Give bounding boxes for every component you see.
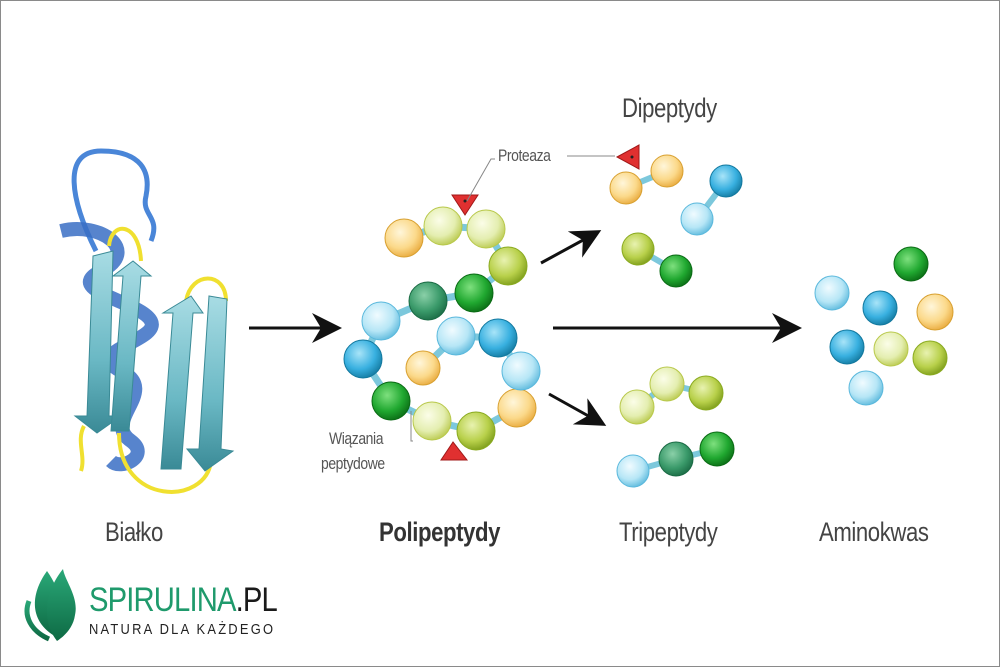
amino-acid-yellow <box>497 388 537 428</box>
logo-brand-name: SPIRULINA <box>89 581 236 619</box>
label-tripeptides: Tripeptydy <box>619 517 718 547</box>
beta-strand <box>185 295 235 472</box>
peptide-bond-chain <box>359 222 525 435</box>
amino-acid-lightgreen <box>466 209 506 249</box>
amino-acid-lightblue <box>616 454 650 488</box>
amino-acid-lightblue <box>814 275 850 311</box>
label-protease: Proteaza <box>498 146 551 165</box>
protein-yellow-end <box>78 425 86 472</box>
amino-acid-yellow <box>384 218 424 258</box>
amino-acid-lightblue <box>680 202 714 236</box>
amino-acid-green <box>688 375 724 411</box>
amino-acid-green <box>488 246 528 286</box>
protein-yellow-loop-right <box>184 276 228 302</box>
amino-acid-blue <box>709 164 743 198</box>
peptide-bond-leader-line <box>410 411 413 442</box>
amino-acid-blue <box>829 329 865 365</box>
protease-icon <box>440 441 469 461</box>
amino-acid-lightgreen <box>412 401 452 441</box>
arrow-to-tripeptides <box>548 392 607 426</box>
dipeptides-group <box>609 154 743 288</box>
beta-strand <box>73 250 123 434</box>
label-dipeptides: Dipeptydy <box>622 93 717 123</box>
amino-acid-darkgreen <box>893 246 929 282</box>
amino-acid-lightblue <box>848 370 884 406</box>
label-peptide-bonds-line1: Wiązania <box>329 429 384 448</box>
label-peptide-bonds-line2: peptydowe <box>321 454 385 473</box>
protease-icon <box>615 144 640 170</box>
amino-acid-blue <box>478 318 518 358</box>
protein-loop <box>71 148 157 253</box>
amino-acids-group <box>814 246 954 406</box>
amino-acid-blue <box>343 339 383 379</box>
tripeptides-group <box>616 366 735 488</box>
amino-acid-green <box>621 232 655 266</box>
label-amino-acid: Aminokwas <box>819 517 929 547</box>
beta-strand <box>110 260 153 432</box>
amino-acid-lightgreen <box>649 366 685 402</box>
protein-yellow-loop-bottom <box>117 432 213 494</box>
amino-acid-lightblue <box>436 316 476 356</box>
protease-icon <box>451 194 479 216</box>
label-polypeptides: Polipeptydy <box>379 517 500 547</box>
logo-brand: SPIRULINA.PL <box>89 581 278 620</box>
amino-acid-yellow <box>609 171 643 205</box>
amino-acid-teal <box>658 441 694 477</box>
amino-acid-teal <box>408 281 448 321</box>
amino-acid-lightgreen <box>423 206 463 246</box>
protease-dot <box>463 199 467 203</box>
amino-acid-lightgreen <box>873 331 909 367</box>
beta-strand <box>160 295 204 470</box>
amino-acid-green <box>912 340 948 376</box>
amino-acid-blue <box>862 290 898 326</box>
leaf-icon <box>24 569 76 642</box>
amino-acid-darkgreen <box>699 431 735 467</box>
amino-acid-yellow <box>650 154 684 188</box>
protease-leader-line <box>466 158 495 202</box>
protein-yellow-loop-top <box>107 226 143 262</box>
label-protein: Białko <box>105 517 163 547</box>
logo-brand-suffix: .PL <box>235 581 278 619</box>
amino-acid-lightgreen <box>619 389 655 425</box>
amino-acid-darkgreen <box>371 381 411 421</box>
amino-acid-green <box>456 411 496 451</box>
amino-acid-lightblue <box>361 301 401 341</box>
polypeptide-chain <box>343 206 541 451</box>
amino-acid-yellow <box>916 293 954 331</box>
amino-acid-yellow <box>405 350 441 386</box>
protein-structure <box>59 148 235 494</box>
amino-acid-darkgreen <box>659 254 693 288</box>
amino-acid-darkgreen <box>454 273 494 313</box>
amino-acid-lightblue <box>501 351 541 391</box>
protease-dot <box>630 155 634 159</box>
arrow-to-dipeptides <box>540 230 602 265</box>
logo-tagline: NATURA DLA KAŻDEGO <box>89 621 276 638</box>
